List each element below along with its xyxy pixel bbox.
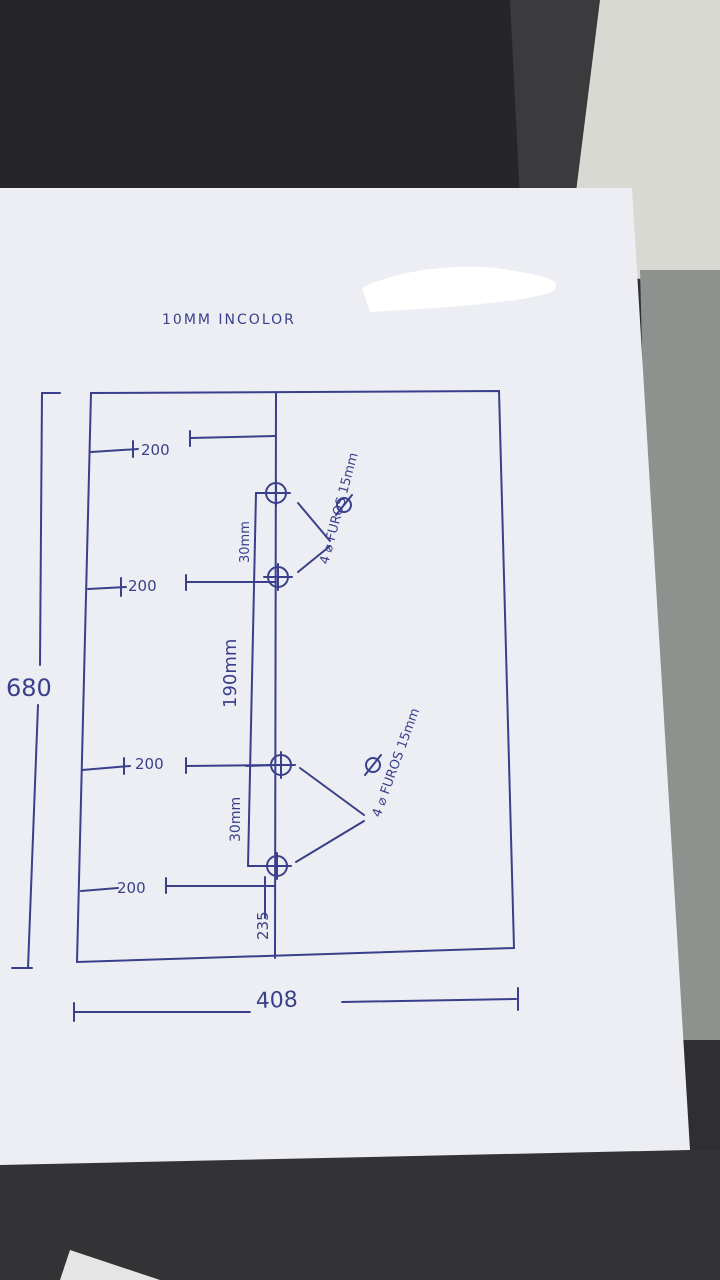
upper-leader-lines [297,502,331,573]
hole-3 [266,751,296,779]
total-height-label: 680 [6,674,52,702]
spacing-label-3: 200 [135,755,164,773]
width-dimension [73,987,519,1022]
spacing-label-2: 200 [128,577,157,595]
hole-2 [263,563,293,591]
spacing-dimension-1 [90,430,276,458]
vertical-run-label: 190mm [220,639,241,708]
redaction-blob [362,266,556,312]
spacing-label-4: 200 [117,879,146,897]
hole-4 [262,852,292,880]
spacing-dimension-2 [87,574,277,597]
total-width-label: 408 [255,988,298,1014]
spacing-dimension-4 [80,877,276,894]
hole-1 [261,479,291,507]
upper-pair-gap-label: 30mm [238,521,253,563]
center-divider [274,392,277,959]
paper-sheet [0,188,690,1165]
diameter-symbol-upper [335,494,353,516]
spacing-label-1: 200 [141,441,170,459]
height-dimension [11,392,61,969]
drawing-title: 10MM INCOLOR [162,312,296,328]
diameter-symbol-lower [364,754,382,776]
glass-outline [75,389,516,964]
bottom-offset-label: 235 [254,911,272,940]
lower-pair-gap-label: 30mm [228,797,244,842]
lower-leader-lines [295,767,365,863]
